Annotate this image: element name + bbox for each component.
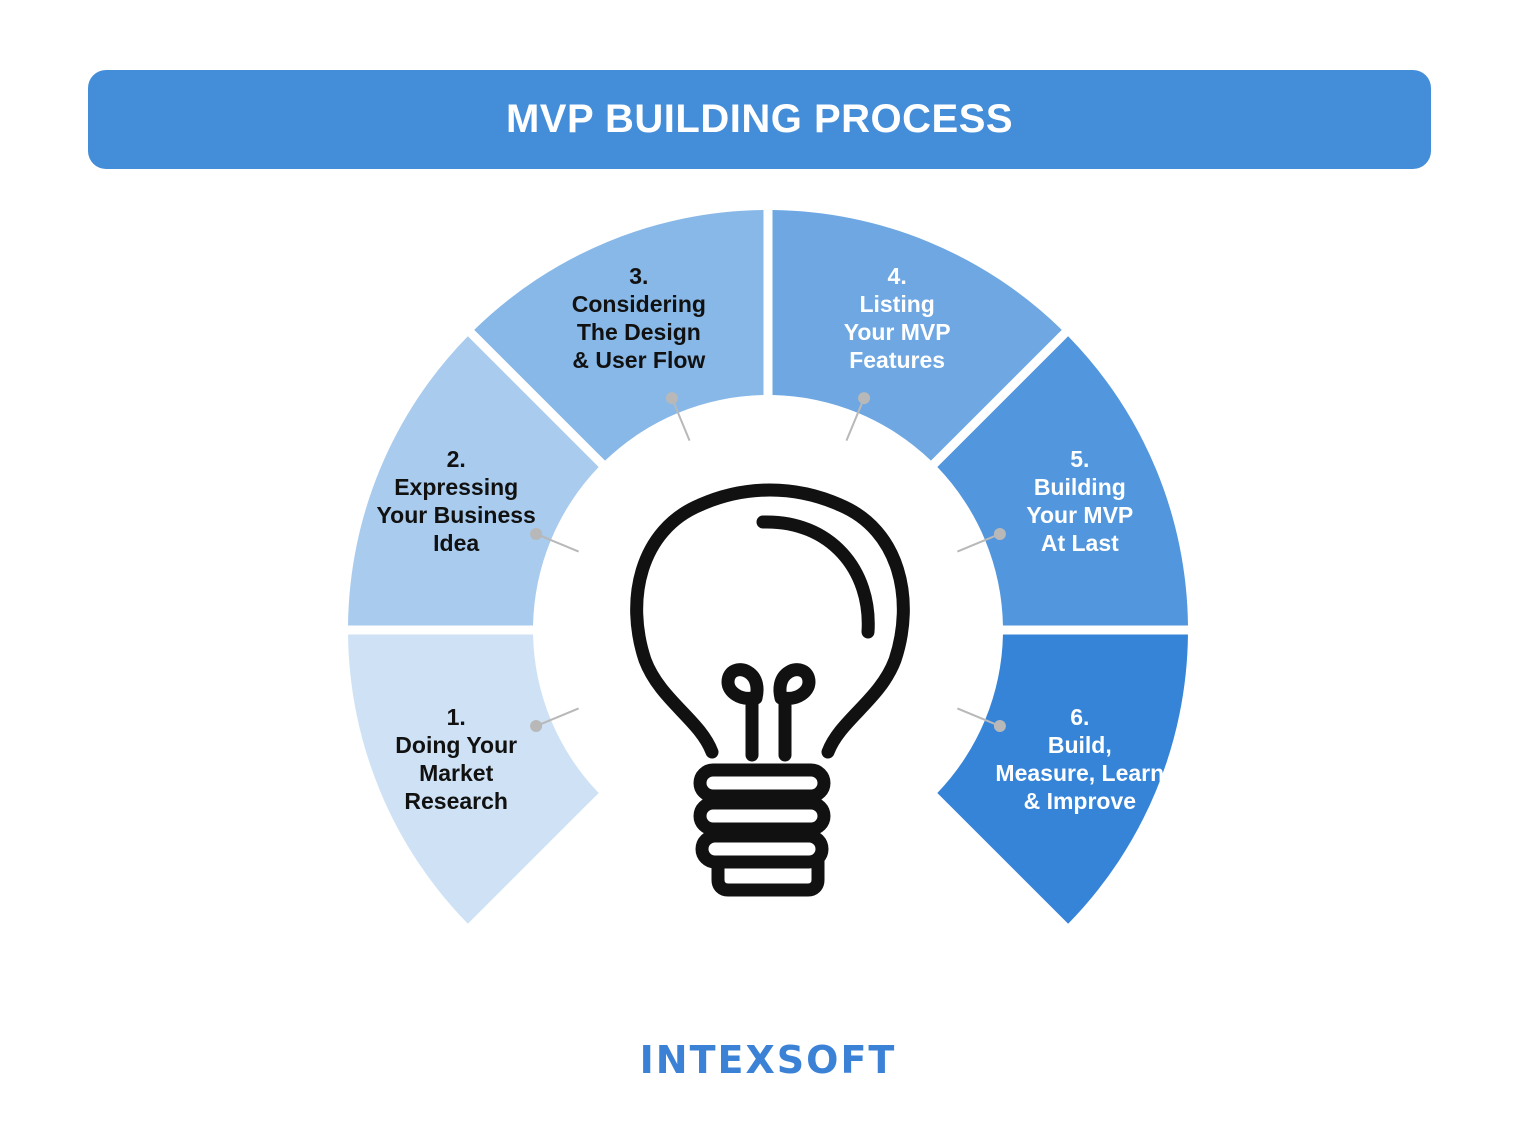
step-text-line: At Last [1041,530,1119,556]
step-connectors [530,392,1006,733]
step-segment-2 [348,336,599,626]
step-segment-4 [772,210,1062,461]
step-number: 4. [888,263,907,289]
step-text-line: Features [849,347,945,373]
connector-line-5 [957,533,1001,553]
step-number: 1. [447,704,466,730]
step-text-line: Build, [1048,732,1112,758]
step-text-line: Your MVP [844,319,951,345]
step-text-line: & Improve [1024,788,1136,814]
logo-text: INTEXSOFT [639,1038,897,1082]
diagram-title: MVP BUILDING PROCESS [505,97,1014,141]
intexsoft-logo: INTEXSOFT [0,1038,1536,1082]
step-text-line: The Design [577,319,701,345]
step-text-line: Your Business [377,502,536,528]
connector-line-3 [671,397,691,441]
connector-dot-5 [993,527,1006,540]
step-label-6: 6.Build,Measure, Learn& Improve [995,704,1164,814]
connector-line-4 [845,397,865,441]
connector-dot-3 [665,392,678,405]
step-text-line: Building [1034,474,1126,500]
step-text-line: Doing Your [395,732,517,758]
step-text-line: Considering [572,291,706,317]
step-text-line: Listing [859,291,934,317]
step-number: 5. [1070,446,1089,472]
connector-dot-2 [530,527,543,540]
step-segments [348,210,1188,924]
step-text-line: & User Flow [572,347,705,373]
step-text-line: Idea [433,530,479,556]
step-segment-1 [348,634,599,924]
step-text-line: Expressing [394,474,518,500]
connector-dot-6 [993,720,1006,733]
step-number: 2. [447,446,466,472]
step-text-line: Research [404,788,508,814]
step-number: 3. [629,263,648,289]
step-segment-5 [937,336,1188,626]
title-banner: MVP BUILDING PROCESS [88,70,1431,169]
step-text-line: Market [419,760,493,786]
step-number: 6. [1070,704,1089,730]
connector-line-6 [957,707,1001,727]
connector-dot-1 [530,720,543,733]
lightbulb-icon [630,483,910,897]
step-segment-3 [474,210,764,461]
connector-line-2 [535,533,579,553]
step-text-line: Measure, Learn [995,760,1164,786]
step-segment-6 [937,634,1188,924]
step-text-line: Your MVP [1026,502,1133,528]
connector-line-1 [535,707,579,727]
connector-dot-4 [858,392,871,405]
